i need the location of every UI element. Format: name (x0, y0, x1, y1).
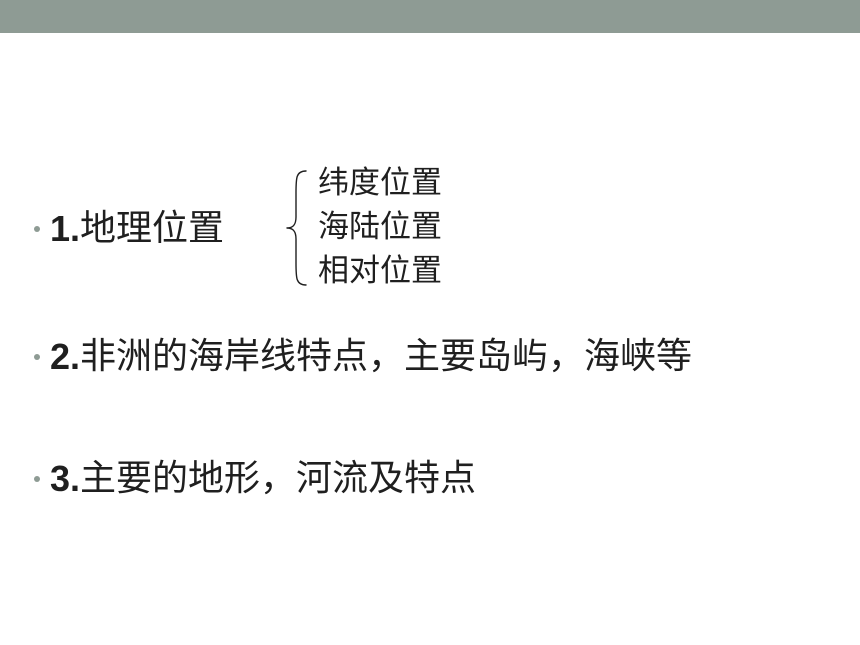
bullet-point-icon (34, 476, 40, 482)
bullet-geographic-position: 1. 地理位置 (34, 203, 224, 255)
bullet-text: 地理位置 (80, 208, 225, 249)
latitude-position-item: 纬度位置 (318, 165, 442, 201)
bullet-point-icon (34, 354, 40, 360)
left-brace-icon (286, 170, 307, 286)
bullet-number: 3. (50, 458, 81, 499)
geographic-position-parts: 纬度位置 海陆位置 相对位置 (318, 161, 468, 293)
bullet-number: 1. (50, 208, 81, 249)
bullet-terrain-rivers: 3. 主要的地形，河流及特点 (34, 453, 476, 505)
bullet-point-icon (34, 226, 40, 232)
bullet-text: 非洲的海岸线特点，主要岛屿，海峡等 (80, 336, 693, 377)
slide-content: 1. 地理位置 纬度位置 海陆位置 相对位置 2. 非洲的海岸线特点，主要岛屿，… (0, 33, 860, 645)
slide-header-bar (0, 0, 860, 33)
bullet-coastline-features: 2. 非洲的海岸线特点，主要岛屿，海峡等 (34, 331, 692, 383)
relative-position-item: 相对位置 (318, 253, 442, 289)
bullet-text: 主要的地形，河流及特点 (80, 458, 477, 499)
land-sea-position-item: 海陆位置 (318, 209, 442, 245)
bullet-number: 2. (50, 336, 81, 377)
